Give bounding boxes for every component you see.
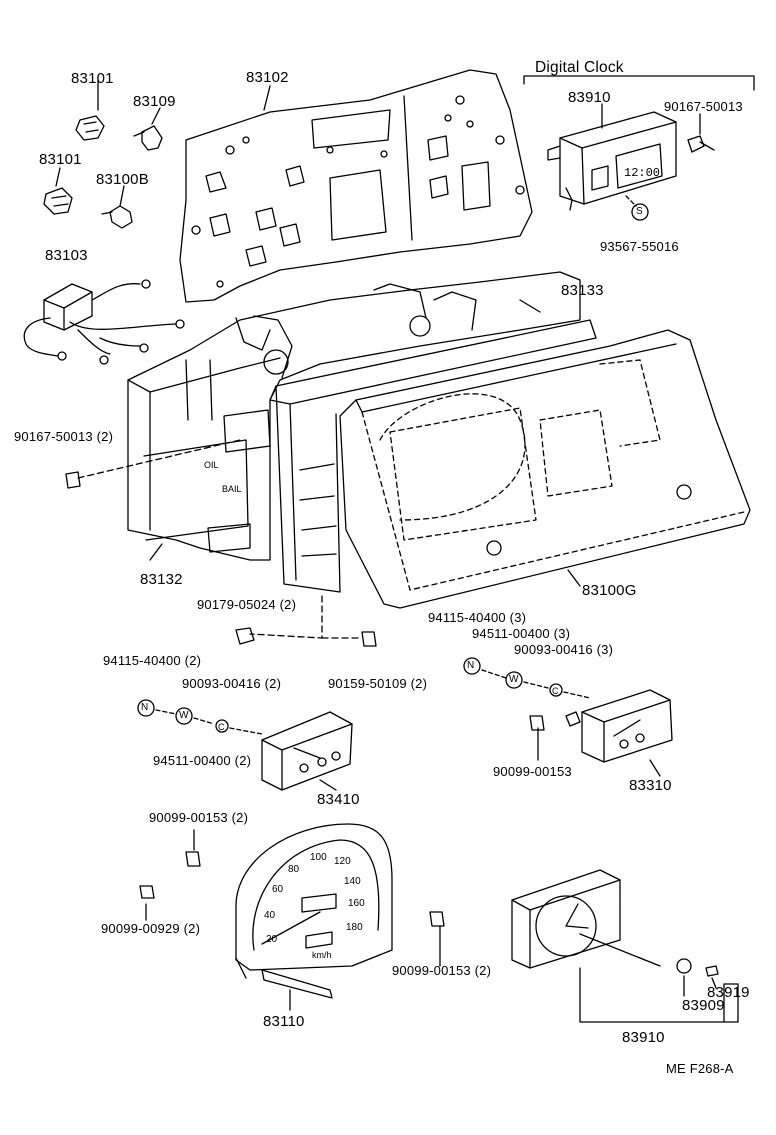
label-90167-50013-2: 90167-50013 (2) bbox=[14, 429, 114, 444]
label-90159-50109: 90159-50109 (2) bbox=[328, 676, 428, 691]
speedo-100: 100 bbox=[310, 852, 327, 863]
label-83910-analog: 83910 bbox=[622, 1029, 665, 1046]
digital-clock-bracket bbox=[523, 75, 755, 91]
screw-90099-00929 bbox=[139, 885, 155, 899]
warn-bail: BAIL bbox=[222, 484, 242, 494]
analog-clock-83910 bbox=[511, 869, 661, 969]
washer-letter-n-left: N bbox=[141, 702, 149, 713]
speedo-40: 40 bbox=[264, 910, 276, 921]
clip-90179-05024 bbox=[235, 627, 255, 645]
bulb-83109 bbox=[133, 125, 163, 151]
speedo-60: 60 bbox=[272, 884, 284, 895]
label-83410: 83410 bbox=[317, 791, 360, 808]
label-90099-00929: 90099-00929 (2) bbox=[101, 921, 201, 936]
screw-90099-00153-fuel bbox=[529, 711, 581, 731]
diagram-code: ME F268-A bbox=[666, 1061, 734, 1076]
label-83103: 83103 bbox=[45, 247, 88, 264]
clip-c-right bbox=[549, 683, 563, 697]
nut-n-left bbox=[137, 699, 155, 717]
label-90099-00153-2a: 90099-00153 (2) bbox=[149, 810, 249, 825]
hood-83133 bbox=[269, 319, 597, 593]
washer-w-right bbox=[505, 671, 523, 689]
label-83100g: 83100G bbox=[582, 582, 637, 599]
label-83310: 83310 bbox=[629, 777, 672, 794]
temp-gauge-83410 bbox=[261, 711, 353, 791]
digital-clock-83910: 12:00 bbox=[547, 111, 677, 211]
knob-83909 bbox=[676, 958, 692, 974]
speedo-120: 120 bbox=[334, 856, 351, 867]
washer-w-left bbox=[175, 707, 193, 725]
label-83919: 83919 bbox=[707, 984, 750, 1001]
label-90179-05024: 90179-05024 (2) bbox=[197, 597, 297, 612]
label-83110: 83110 bbox=[263, 1013, 305, 1030]
bulb-socket-83101-bottom bbox=[43, 187, 73, 215]
screw-90099-00153-mid bbox=[429, 911, 445, 927]
screw-90159-50109 bbox=[361, 631, 377, 647]
label-83132: 83132 bbox=[140, 571, 183, 588]
speedo-20: 20 bbox=[266, 934, 278, 945]
section-header-digital-clock: Digital Clock bbox=[535, 59, 624, 76]
speedo-unit: km/h bbox=[312, 950, 332, 960]
label-94511-00400-2: 94511-00400 (2) bbox=[153, 753, 252, 768]
washer-letter-s: S bbox=[636, 206, 643, 217]
label-90093-00416-2: 90093-00416 (2) bbox=[182, 676, 282, 691]
bulb-83919 bbox=[705, 965, 719, 977]
speedo-180: 180 bbox=[346, 922, 363, 933]
label-83133: 83133 bbox=[561, 282, 604, 299]
resistor-83103 bbox=[23, 279, 185, 365]
label-90099-00153-2b: 90099-00153 (2) bbox=[392, 963, 492, 978]
speedo-160: 160 bbox=[348, 898, 365, 909]
bulb-socket-83101-top bbox=[75, 115, 105, 141]
washer-letter-c-right: C bbox=[552, 686, 559, 696]
label-90167-50013: 90167-50013 bbox=[664, 99, 743, 114]
warn-oil: OIL bbox=[204, 460, 219, 470]
fuel-gauge-83310 bbox=[581, 689, 673, 763]
washer-s bbox=[631, 203, 649, 221]
label-90099-00153: 90099-00153 bbox=[493, 764, 572, 779]
screw-90167-50013-clock bbox=[687, 135, 715, 153]
label-94115-40400-2: 94115-40400 (2) bbox=[103, 653, 202, 668]
washer-letter-w-right: W bbox=[509, 674, 519, 685]
label-90093-00416-3: 90093-00416 (3) bbox=[514, 642, 614, 657]
screw-90099-00153-speedo bbox=[185, 851, 201, 867]
label-83101-bottom: 83101 bbox=[39, 151, 82, 168]
printed-circuit-83102 bbox=[179, 69, 533, 303]
speedo-140: 140 bbox=[344, 876, 361, 887]
speedometer-83110: 20 40 60 80 100 120 140 160 180 km/h bbox=[235, 823, 393, 999]
dashed-leader bbox=[77, 439, 241, 479]
label-83100b: 83100B bbox=[96, 171, 149, 188]
clip-c-left bbox=[215, 719, 229, 733]
label-94115-40400-3: 94115-40400 (3) bbox=[428, 610, 527, 625]
clock-assembly-bracket bbox=[579, 967, 739, 1023]
label-83101-top: 83101 bbox=[71, 70, 114, 87]
label-93567-55016: 93567-55016 bbox=[600, 239, 679, 254]
case-83132: OIL BAIL bbox=[127, 271, 581, 561]
bulb-83100b bbox=[101, 205, 133, 229]
label-83910-digital: 83910 bbox=[568, 89, 611, 106]
label-83909: 83909 bbox=[682, 997, 725, 1014]
label-94511-00400-3: 94511-00400 (3) bbox=[472, 626, 571, 641]
speedo-80: 80 bbox=[288, 864, 300, 875]
clock-digits: 12:00 bbox=[624, 166, 660, 180]
washer-letter-n-right: N bbox=[467, 660, 475, 671]
label-83102: 83102 bbox=[246, 69, 289, 86]
glass-83100g bbox=[339, 329, 751, 609]
label-83109: 83109 bbox=[133, 93, 176, 110]
nut-n-right bbox=[463, 657, 481, 675]
washer-letter-w-left: W bbox=[179, 710, 189, 721]
washer-letter-c-left: C bbox=[218, 722, 225, 732]
screw-90167-50013-case bbox=[65, 471, 81, 489]
